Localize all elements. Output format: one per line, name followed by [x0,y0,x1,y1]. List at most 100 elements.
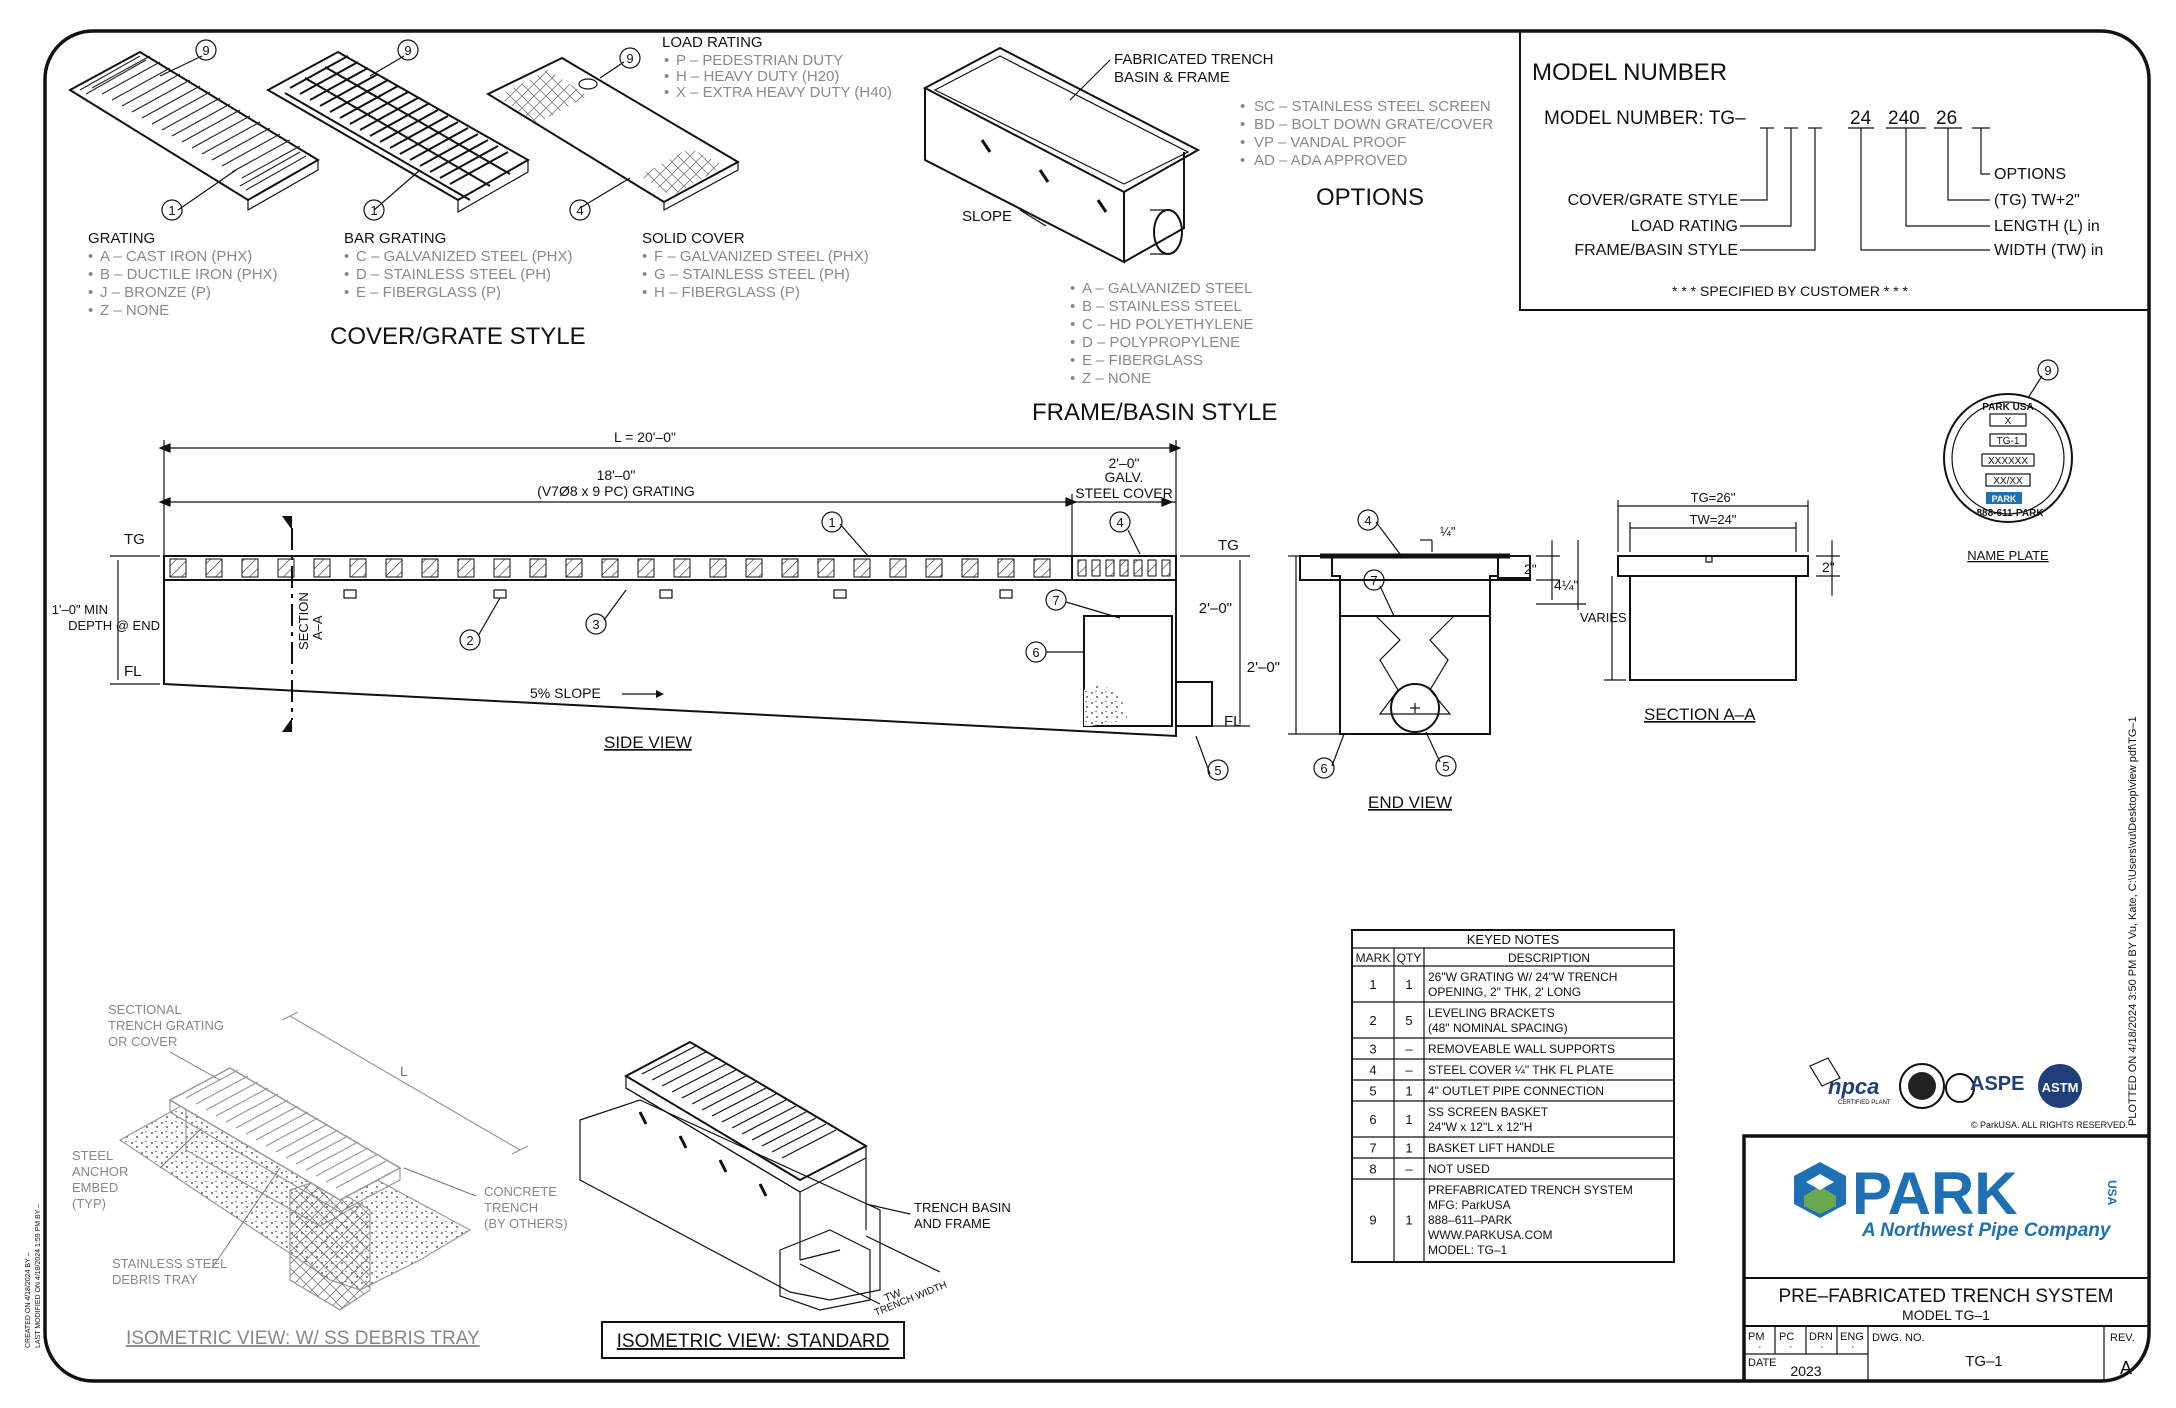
balloon-6: 6 [1313,757,1335,779]
grate-bar [853,558,871,578]
svg-text:XX/XX: XX/XX [1993,476,2023,487]
svg-text:PARK: PARK [1992,494,2017,504]
svg-text:H – FIBERGLASS (P): H – FIBERGLASS (P) [654,284,800,301]
svg-text:G – STAINLESS STEEL (PH): G – STAINLESS STEEL (PH) [654,266,850,283]
svg-text:•: • [1240,134,1245,151]
svg-text:ISOMETRIC VIEW: W/ SS DEBRIS T: ISOMETRIC VIEW: W/ SS DEBRIS TRAY [126,1328,480,1349]
svg-text:5% SLOPE: 5% SLOPE [530,685,601,701]
svg-text:BD – BOLT DOWN GRATE/COVER: BD – BOLT DOWN GRATE/COVER [1254,116,1493,133]
note-description: 26"W GRATING W/ 24"W TRENCH [1428,970,1617,984]
svg-text:SIDE VIEW: SIDE VIEW [604,733,692,752]
svg-text:OR COVER: OR COVER [108,1034,177,1049]
svg-text:SECTION: SECTION [296,592,311,650]
svg-text:•: • [344,248,349,265]
svg-text:•: • [1070,280,1075,297]
model-number-box: MODEL NUMBER MODEL NUMBER: TG– 24 240 26… [1519,31,2148,311]
svg-text:J – BRONZE (P): J – BRONZE (P) [100,284,211,301]
svg-text:2: 2 [466,633,473,648]
svg-text:STAINLESS STEEL: STAINLESS STEEL [112,1256,227,1271]
svg-text:MODEL NUMBER: MODEL NUMBER [1532,59,1727,86]
svg-text:AND FRAME: AND FRAME [914,1216,991,1231]
svg-text:(V7Ø8 x 9 PC) GRATING: (V7Ø8 x 9 PC) GRATING [537,483,695,499]
balloon-7: 7 [1045,589,1067,611]
svg-text:·: · [1820,1341,1824,1353]
svg-text:TRENCH BASIN: TRENCH BASIN [914,1200,1011,1215]
svg-text:DATE: DATE [1748,1357,1777,1369]
svg-text:5: 5 [1214,763,1221,778]
svg-text:DEPTH @ END: DEPTH @ END [68,618,160,633]
svg-text:•: • [1070,334,1075,351]
svg-text:SLOPE: SLOPE [962,208,1012,225]
balloon-9: 9 [397,39,419,61]
note-qty: 1 [1405,1141,1412,1156]
svg-text:TG-1: TG-1 [1997,436,2020,447]
load-rating-list: LOAD RATING •P – PEDESTRIAN DUTY •H – HE… [662,34,892,101]
svg-text:26: 26 [1936,108,1957,129]
svg-text:9: 9 [404,43,411,58]
svg-text:FL: FL [1224,713,1242,730]
iso-view-debris-tray: L SECTIONAL TRENCH GRATING OR COVER STEE… [72,1002,568,1349]
svg-text:5: 5 [1442,759,1449,774]
svg-text:6: 6 [1032,645,1039,660]
name-plate: PARK USA X TG-1 XXXXXX XX/XX PARK 888-61… [1943,359,2073,563]
svg-text:STEEL: STEEL [72,1148,113,1163]
svg-text:Z – NONE: Z – NONE [100,302,169,319]
svg-text:TG: TG [124,531,145,548]
note-mark: 2 [1369,1013,1376,1028]
svg-text:2'–0": 2'–0" [1108,455,1139,471]
note-mark: 5 [1369,1084,1376,1099]
svg-text:MARK: MARK [1356,951,1391,965]
svg-text:•: • [664,68,669,85]
bar-grating-illustration [265,50,531,214]
balloon-9: 9 [2037,359,2059,381]
note-qty: 1 [1405,1084,1412,1099]
svg-text:E – FIBERGLASS (P): E – FIBERGLASS (P) [356,284,501,301]
svg-text:OPTIONS: OPTIONS [1994,166,2066,183]
note-description: 888–611–PARK [1428,1213,1512,1227]
balloon-1: 1 [363,199,385,221]
balloon-9: 9 [619,47,641,69]
balloon-1: 1 [161,199,183,221]
balloon-5: 5 [1207,759,1229,781]
svg-text:•: • [88,248,93,265]
svg-text:•: • [642,266,647,283]
svg-text:(TG) TW+2": (TG) TW+2" [1994,192,2080,209]
note-description: BASKET LIFT HANDLE [1428,1141,1555,1155]
svg-text:C – GALVANIZED STEEL (PHX): C – GALVANIZED STEEL (PHX) [356,248,572,265]
grate-bar [745,558,763,578]
note-description: SS SCREEN BASKET [1428,1105,1549,1119]
grate-bar [889,558,907,578]
note-qty: – [1405,1042,1413,1057]
solid-cover-illustration [485,56,741,212]
svg-text:P – PEDESTRIAN DUTY: P – PEDESTRIAN DUTY [676,52,843,69]
svg-text:LOAD RATING: LOAD RATING [662,34,763,51]
svg-text:1: 1 [370,203,377,218]
plotted-note: PLOTTED ON 4/18/2024 3:50 PM BY Vu, Kate… [2127,716,2139,1126]
svg-text:4: 4 [576,203,583,218]
svg-text:Z – NONE: Z – NONE [1082,370,1151,387]
note-mark: 9 [1369,1213,1376,1228]
svg-text:A Northwest Pipe Company: A Northwest Pipe Company [1861,1220,2112,1241]
trench-basin-illustration [922,46,1201,264]
note-qty: 1 [1405,977,1412,992]
svg-text:2": 2" [1524,561,1537,577]
grate-bar [673,558,691,578]
svg-text:(TYP): (TYP) [72,1196,106,1211]
bar-grating-list: BAR GRATING •C – GALVANIZED STEEL (PHX) … [344,230,572,301]
cover-bar [1077,559,1087,577]
svg-text:TW=24": TW=24" [1690,512,1737,527]
cover-bar [1161,559,1171,577]
balloon-5: 5 [1435,755,1457,777]
svg-text:4: 4 [1364,513,1371,528]
end-view: 2'–0" ¼" 2" 4¼" 4 7 6 5 END VIEW [1247,509,1586,812]
svg-text:18'–0": 18'–0" [597,467,636,483]
svg-text:TG=26": TG=26" [1691,490,1736,505]
svg-text:4: 4 [1116,515,1123,530]
svg-text:TG: TG [1218,537,1239,554]
grate-bar [457,558,475,578]
svg-text:•: • [1070,298,1075,315]
svg-text:FRAME/BASIN STYLE: FRAME/BASIN STYLE [1574,242,1738,259]
svg-text:SC – STAINLESS STEEL SCREEN: SC – STAINLESS STEEL SCREEN [1254,98,1491,115]
svg-text:* * * SPECIFIED BY CUSTOMER *: * * * SPECIFIED BY CUSTOMER * * * [1672,283,1909,299]
svg-text:·: · [1789,1341,1793,1353]
